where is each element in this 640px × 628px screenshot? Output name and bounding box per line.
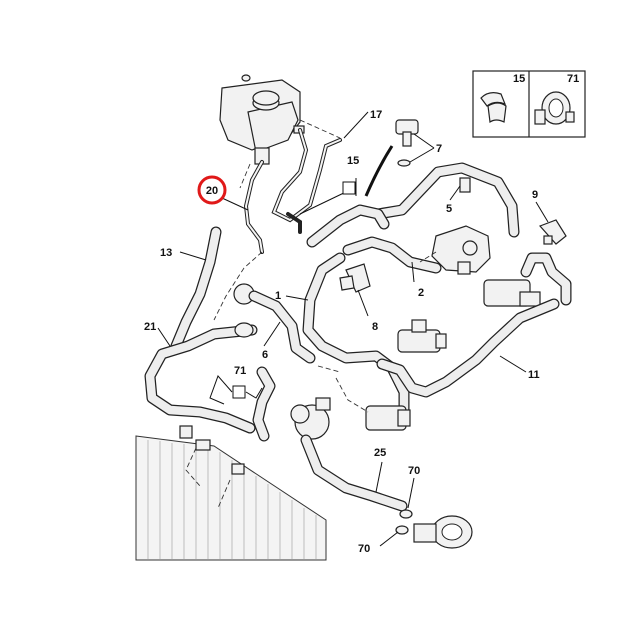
coolant-housing xyxy=(431,225,491,275)
callout-21: 21 xyxy=(144,321,156,333)
hose-5 xyxy=(372,162,520,238)
callout-8: 8 xyxy=(372,321,378,333)
callout-7: 7 xyxy=(436,143,442,155)
egr-cooler xyxy=(483,252,572,307)
callout-13: 13 xyxy=(160,247,172,259)
callout-9: 9 xyxy=(532,189,538,201)
callout-11: 11 xyxy=(528,369,540,381)
inset-label-15: 15 xyxy=(513,73,525,85)
callout-25: 25 xyxy=(374,447,386,459)
highlight-20: 20 xyxy=(197,175,227,205)
hose-21 xyxy=(144,322,258,434)
egr-valve xyxy=(397,319,447,353)
callout-6: 6 xyxy=(262,349,268,361)
water-pump xyxy=(290,397,331,440)
hose-11 xyxy=(376,298,560,398)
callout-15: 15 xyxy=(347,155,359,167)
clamp-70-lower xyxy=(395,525,409,535)
marker-box-15 xyxy=(342,181,356,195)
highlight-circle xyxy=(197,175,227,205)
bracket-8 xyxy=(339,263,371,293)
leader-lines xyxy=(157,111,549,547)
hose-13 xyxy=(170,226,222,352)
hose-6 xyxy=(233,283,316,364)
callout-1: 1 xyxy=(275,290,281,302)
callout-70-upper: 70 xyxy=(408,465,420,477)
callout-20: 20 xyxy=(206,185,218,197)
temperature-sensor-7 xyxy=(395,119,419,167)
callout-2: 2 xyxy=(418,287,424,299)
inset-box: 15 71 xyxy=(472,70,586,138)
radiator xyxy=(135,425,327,561)
hose-71 xyxy=(252,366,276,442)
heater-core xyxy=(413,515,473,549)
inset-label-71: 71 xyxy=(567,73,579,85)
hose-25 xyxy=(300,434,408,512)
marker-box-71 xyxy=(232,385,246,399)
callout-5: 5 xyxy=(446,203,452,215)
expansion-tank xyxy=(219,74,305,165)
hose-1 xyxy=(302,252,410,416)
clamp-71-drawing xyxy=(534,91,575,125)
clip-15-drawing xyxy=(480,92,507,124)
callout-17: 17 xyxy=(370,109,382,121)
part-9 xyxy=(538,219,567,245)
lower-valve xyxy=(365,405,411,431)
callout-70-lower: 70 xyxy=(358,543,370,555)
clamp-70-upper xyxy=(399,509,413,519)
callout-71: 71 xyxy=(234,365,246,377)
